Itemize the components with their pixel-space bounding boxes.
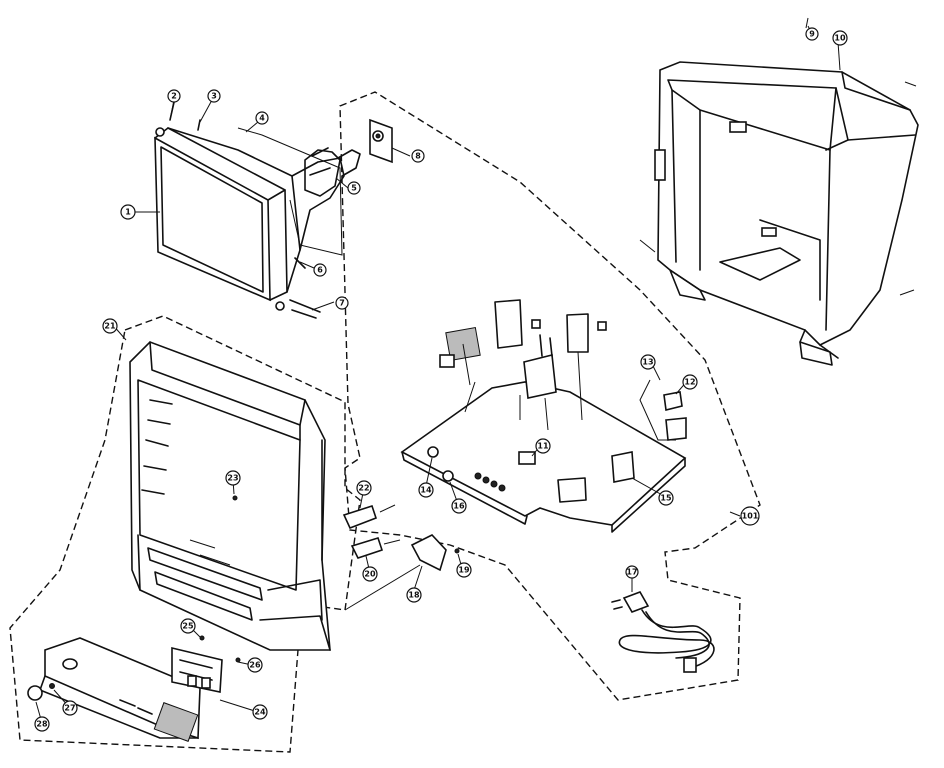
callout-28: 28 <box>34 716 50 732</box>
callout-20: 20 <box>362 566 378 582</box>
small-parts-18-22 <box>342 504 460 611</box>
callout-label: 4 <box>259 114 265 123</box>
callout-3: 3 <box>207 89 221 103</box>
callout-label: 19 <box>458 566 470 575</box>
callout-label: 25 <box>182 622 194 631</box>
callout-9: 9 <box>805 27 819 41</box>
callout-15: 15 <box>658 490 674 506</box>
callout-label: 28 <box>36 720 48 729</box>
callout-label: 8 <box>415 152 421 161</box>
callout-label: 23 <box>227 474 238 483</box>
callout-label: 2 <box>171 92 177 101</box>
callout-14: 14 <box>418 482 434 498</box>
chassis-enclosure-outline <box>339 91 761 701</box>
callout-label: 101 <box>742 512 759 521</box>
main-circuit-board <box>400 299 687 533</box>
callout-5: 5 <box>347 181 361 195</box>
callout-10: 10 <box>832 30 848 46</box>
callout-label: 21 <box>104 322 116 331</box>
rear-cabinet <box>639 17 919 366</box>
callout-22: 22 <box>356 480 372 496</box>
callout-label: 14 <box>420 486 432 495</box>
callout-12: 12 <box>682 374 698 390</box>
leader-lines <box>35 25 841 724</box>
callout-label: 22 <box>358 484 369 493</box>
callout-6: 6 <box>313 263 327 277</box>
callout-label: 5 <box>351 184 357 193</box>
callout-label: 7 <box>339 299 345 308</box>
callout-25: 25 <box>180 618 196 634</box>
small-parts-12-13 <box>639 379 687 441</box>
callout-label: 13 <box>642 358 653 367</box>
callout-2: 2 <box>167 89 181 103</box>
callout-label: 17 <box>626 568 637 577</box>
callout-24: 24 <box>252 704 268 720</box>
picture-tube <box>154 97 361 319</box>
callout-label: 6 <box>317 266 323 275</box>
front-cabinet <box>129 341 331 651</box>
callout-7: 7 <box>335 296 349 310</box>
callout-11: 11 <box>535 438 551 454</box>
callout-label: 24 <box>254 708 266 717</box>
callout-label: 10 <box>834 34 846 43</box>
callout-label: 12 <box>684 378 695 387</box>
front-cabinet-enclosure-outline <box>9 315 361 753</box>
callout-8: 8 <box>411 149 425 163</box>
control-panel <box>27 635 241 742</box>
callout-label: 9 <box>809 30 815 39</box>
callout-label: 11 <box>537 442 549 451</box>
callout-101: 101 <box>740 506 760 526</box>
callout-16: 16 <box>451 498 467 514</box>
callout-label: 15 <box>660 494 672 503</box>
callout-27: 27 <box>62 700 78 716</box>
callout-18: 18 <box>406 587 422 603</box>
callout-label: 3 <box>211 92 217 101</box>
callout-label: 26 <box>249 661 261 670</box>
callout-19: 19 <box>456 562 472 578</box>
callout-26: 26 <box>247 657 263 673</box>
callout-label: 18 <box>408 591 420 600</box>
crt-socket-board <box>369 118 393 164</box>
callout-label: 20 <box>364 570 376 579</box>
callout-label: 1 <box>125 208 131 217</box>
callout-23: 23 <box>225 470 241 486</box>
callout-4: 4 <box>255 111 269 125</box>
callout-label: 16 <box>453 502 465 511</box>
callout-17: 17 <box>625 565 639 579</box>
callout-1: 1 <box>120 204 136 220</box>
callout-13: 13 <box>640 354 656 370</box>
power-cord <box>611 591 715 673</box>
callout-21: 21 <box>102 318 118 334</box>
callout-label: 27 <box>64 704 75 713</box>
